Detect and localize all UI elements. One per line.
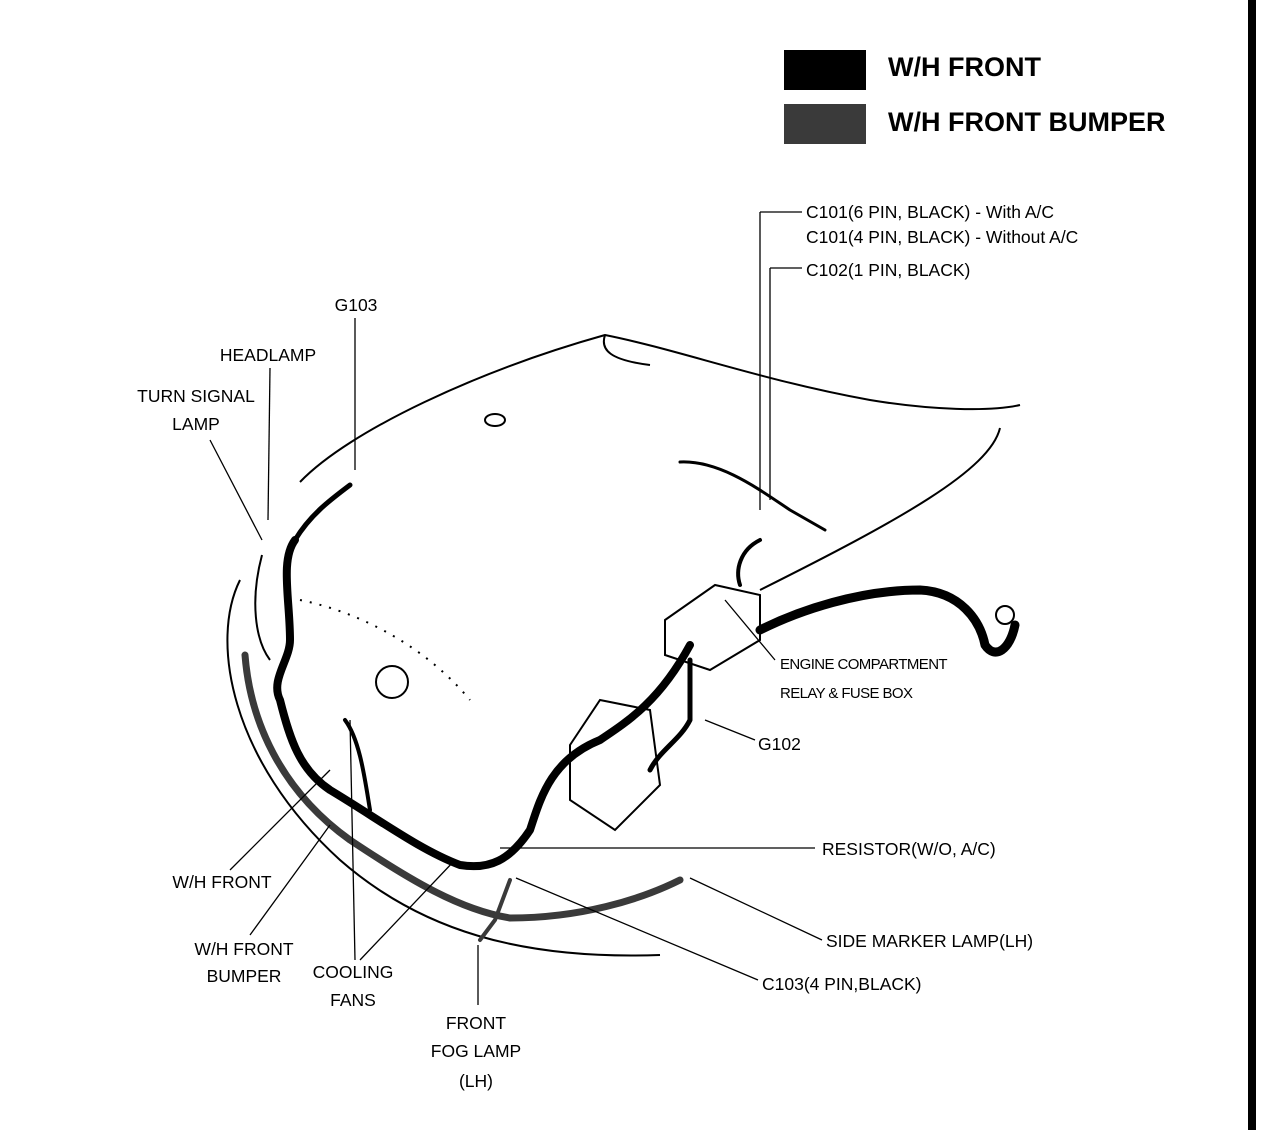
leader-relay-box (724, 599, 776, 661)
label-fog-lamp-line1: FRONT (445, 1013, 507, 1033)
leader-cooling-fans-1 (349, 719, 356, 961)
label-cooling-fans-line1: COOLING (312, 962, 394, 982)
wh-front-branch-relay (647, 657, 693, 773)
legend-label-wh-front: W/H FRONT (888, 52, 1041, 82)
legend-label-wh-front-bumper: W/H FRONT BUMPER (888, 107, 1166, 137)
label-c101-with-ac: C101(6 PIN, BLACK) - With A/C (806, 202, 1054, 222)
leader-g102 (704, 719, 756, 741)
car-body-outline (226, 333, 1021, 957)
label-cooling-fans-line2: FANS (330, 990, 376, 1010)
radiator-support (299, 599, 471, 701)
wh-front-branch-g103 (292, 482, 353, 543)
wh-front-main (755, 585, 1020, 657)
wh-front-bumper-fog-branch (478, 878, 512, 942)
hood-outline (299, 333, 1021, 483)
label-resistor: RESISTOR(W/O, A/C) (822, 839, 996, 859)
label-c102: C102(1 PIN, BLACK) (806, 260, 971, 280)
label-c101-without-ac: C101(4 PIN, BLACK) - Without A/C (806, 227, 1079, 247)
leader-headlamp (267, 367, 271, 521)
relay-fuse-box (664, 583, 761, 672)
bumper-inner (254, 554, 271, 661)
label-g103: G103 (334, 295, 378, 315)
label-wh-front: W/H FRONT (172, 872, 272, 892)
legend-swatch-wh-front (784, 50, 866, 90)
leader-c103 (515, 877, 759, 981)
label-turn-signal-lamp-line2: LAMP (172, 414, 220, 434)
label-wh-front-bumper-line2: BUMPER (206, 966, 282, 986)
wh-front-trunk (273, 536, 694, 871)
leader-cooling-fans-2 (359, 859, 456, 961)
leader-wh-front (229, 769, 331, 871)
wh-front-bumper-main (241, 651, 684, 922)
horn (375, 665, 409, 699)
wh-front-branch-c101 (736, 538, 762, 587)
bumper-outer (226, 579, 661, 957)
label-side-marker: SIDE MARKER LAMP(LH) (826, 931, 1034, 951)
wh-front-harness (273, 460, 1020, 871)
leader-turn-signal (209, 439, 263, 541)
label-turn-signal-lamp-line1: TURN SIGNAL (137, 386, 255, 406)
legend-swatch-wh-front-bumper (784, 104, 866, 144)
label-headlamp: HEADLAMP (219, 345, 317, 365)
hood-ornament (484, 413, 506, 427)
leader-lines (209, 211, 823, 1005)
label-fog-lamp-line3: (LH) (458, 1071, 494, 1091)
fender-line (759, 427, 1001, 591)
wh-front-branch-c102 (678, 460, 827, 532)
leader-c102 (769, 267, 802, 500)
label-fog-lamp-line2: FOG LAMP (430, 1041, 522, 1061)
label-c103: C103(4 PIN,BLACK) (762, 974, 922, 994)
label-wh-front-bumper-line1: W/H FRONT (194, 939, 294, 959)
side-lamp-socket (995, 605, 1015, 625)
leader-wh-front-bumper (249, 824, 331, 936)
leader-c101 (759, 211, 802, 510)
label-g102: G102 (758, 734, 801, 754)
page-border-right (1248, 0, 1256, 1130)
battery-outline (569, 698, 662, 832)
wh-front-bumper-harness (241, 651, 684, 942)
wh-front-branch-fan (343, 718, 372, 812)
leader-side-marker (689, 877, 823, 941)
label-relay-box-line2: RELAY & FUSE BOX (780, 685, 913, 702)
hood-front-edge (602, 334, 651, 366)
label-relay-box-line1: ENGINE COMPARTMENT (780, 656, 948, 673)
